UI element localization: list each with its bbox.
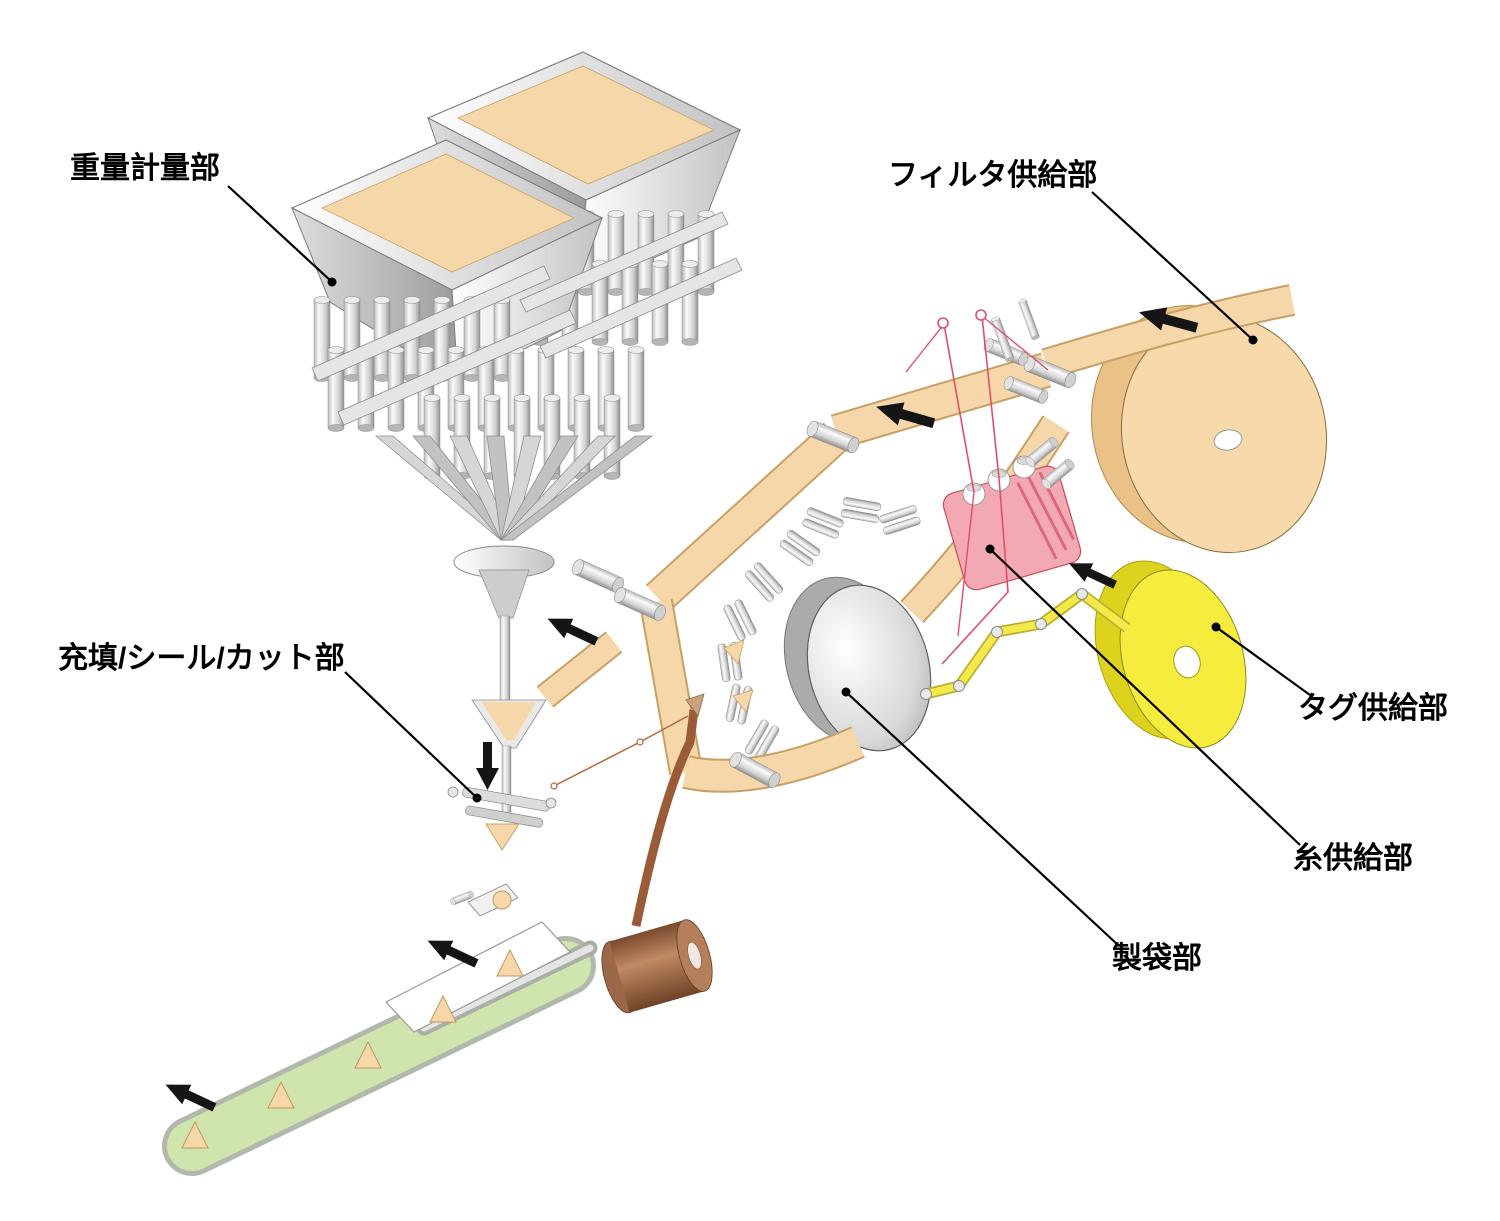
filter-supply-roll <box>1090 304 1328 554</box>
tea-bag <box>181 1120 209 1149</box>
filter-web-path <box>804 284 1296 455</box>
labels: 重量計量部 フィルタ供給部 充填/シール/カット部 タグ供給部 糸供給部 製袋部 <box>58 151 1448 975</box>
fill-seal-cut-unit <box>447 786 557 851</box>
converging-funnels <box>374 435 654 541</box>
thread-lines <box>905 309 1049 665</box>
discharge-sheet <box>385 921 571 1033</box>
tea-bag <box>723 639 745 665</box>
leader-thread-supply <box>989 548 1301 846</box>
tea-bag <box>496 948 524 977</box>
collection-disc <box>453 545 555 619</box>
tea-bag <box>267 1080 295 1109</box>
leader-weighing <box>227 185 333 283</box>
label-filter-supply-section: フィルタ供給部 <box>888 158 1097 192</box>
tea-bag <box>354 1040 382 1069</box>
tea-bag <box>485 823 520 851</box>
tea-bags <box>181 948 524 1149</box>
label-bag-making-section: 製袋部 <box>1112 941 1202 975</box>
label-fill-seal-cut-section: 充填/シール/カット部 <box>58 641 345 675</box>
discharge-tube <box>471 615 547 813</box>
tag-tape-path <box>920 588 1131 700</box>
tea-bag <box>732 689 754 713</box>
paper-roll <box>601 919 713 1014</box>
drum-pockets <box>717 496 922 762</box>
weighing-section <box>290 51 743 813</box>
leader-bag-making <box>845 691 1119 946</box>
paper-ribbon <box>550 693 705 927</box>
leader-fill-seal-cut <box>344 671 478 799</box>
label-weighing-section: 重量計量部 <box>70 151 220 185</box>
label-tag-supply-section: タグ供給部 <box>1298 691 1448 725</box>
thread-supply-unit <box>905 309 1082 665</box>
manifold-rails <box>311 211 743 426</box>
flow-arrow-down <box>476 742 499 790</box>
tea-bag <box>429 994 457 1023</box>
leader-filter-supply <box>1091 191 1254 341</box>
thread-unit-body <box>942 465 1082 591</box>
leader-lines <box>227 185 1311 946</box>
bag-making-drum <box>682 496 932 793</box>
label-thread-supply-section: 糸供給部 <box>1293 841 1413 875</box>
flow-arrows <box>160 300 1201 1118</box>
drum-body <box>806 584 932 752</box>
output-conveyor <box>162 883 598 1176</box>
leader-tag-supply <box>1215 626 1311 696</box>
